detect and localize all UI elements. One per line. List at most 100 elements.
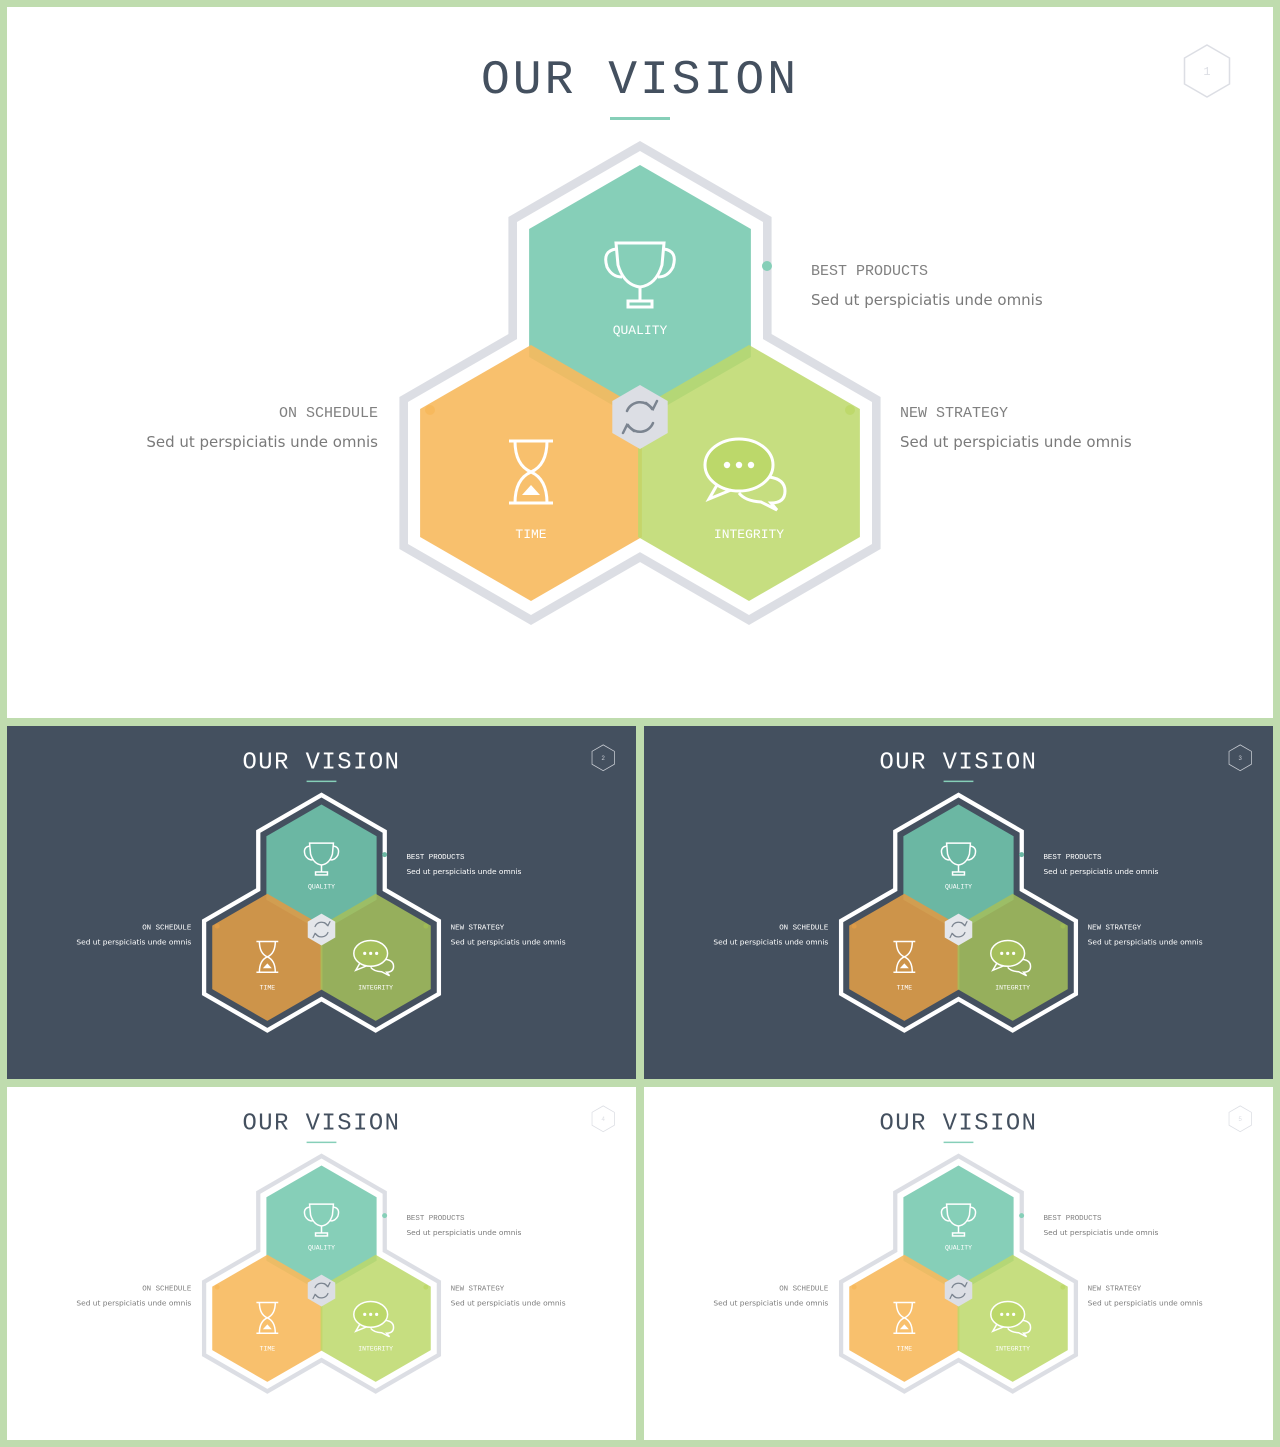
on-schedule-dot — [851, 923, 857, 929]
quality-label: QUALITY — [308, 883, 335, 890]
hourglass-icon — [893, 1301, 916, 1335]
callout-title: BEST PRODUCTS — [1043, 854, 1102, 862]
best-products-dot — [1019, 1213, 1025, 1219]
page-number-badge: 1 — [1183, 44, 1231, 98]
on-schedule-dot — [851, 1284, 857, 1290]
callout-text: Sed ut perspiciatis unde omnis — [900, 433, 1132, 451]
callout-title: NEW STRATEGY — [451, 1286, 505, 1294]
callout-text: Sed ut perspiciatis unde omnis — [811, 291, 1043, 309]
on-schedule-dot — [214, 923, 220, 929]
vision-diagram: QUALITY TIME INTEGRITY — [201, 792, 442, 1033]
callout-text: Sed ut perspiciatis unde omnis — [713, 1298, 828, 1307]
callout-text: Sed ut perspiciatis unde omnis — [406, 1228, 521, 1237]
new-strategy-dot — [423, 1284, 429, 1290]
quality-label: QUALITY — [308, 1244, 335, 1251]
slide-title: OUR VISION — [243, 750, 401, 777]
chat-bubbles-icon — [353, 1300, 395, 1338]
title-underline — [943, 1141, 974, 1144]
integrity-label: INTEGRITY — [358, 1346, 393, 1353]
callout-text: Sed ut perspiciatis unde omnis — [76, 937, 191, 946]
time-label: TIME — [897, 1346, 913, 1353]
trophy-icon — [303, 842, 340, 876]
time-label: TIME — [260, 985, 276, 992]
callout-title: ON SCHEDULE — [142, 1286, 192, 1294]
center-hexagon — [944, 1274, 973, 1307]
refresh-cycle-icon — [949, 920, 968, 939]
new-strategy-dot — [1060, 923, 1066, 929]
trophy-icon — [940, 842, 977, 876]
callout-text: Sed ut perspiciatis unde omnis — [1043, 1228, 1158, 1237]
new-strategy-dot — [423, 923, 429, 929]
page-number: 3 — [1238, 755, 1242, 762]
callout-text: Sed ut perspiciatis unde omnis — [451, 1298, 566, 1307]
best-products-dot — [1019, 852, 1025, 858]
quality-label: QUALITY — [945, 1244, 972, 1251]
page-number-badge: 4 — [591, 1105, 615, 1133]
callout-title: BEST PRODUCTS — [406, 854, 465, 862]
slide-title: OUR VISION — [481, 54, 799, 108]
on-schedule-dot — [214, 1284, 220, 1290]
slide-title: OUR VISION — [243, 1111, 401, 1138]
trophy-icon — [303, 1203, 340, 1237]
callout-best-products: BEST PRODUCTS Sed ut perspiciatis unde om… — [1043, 1215, 1158, 1237]
page-number-badge: 2 — [591, 744, 615, 772]
callout-text: Sed ut perspiciatis unde omnis — [1088, 937, 1203, 946]
callout-best-products: BEST PRODUCTS Sed ut perspiciatis unde om… — [1043, 854, 1158, 876]
center-hexagon — [307, 913, 336, 946]
callout-new-strategy: NEW STRATEGY Sed ut perspiciatis unde omn… — [1088, 925, 1203, 947]
callout-text: Sed ut perspiciatis unde omnis — [1043, 867, 1158, 876]
new-strategy-dot — [1060, 1284, 1066, 1290]
callout-title: BEST PRODUCTS — [406, 1215, 465, 1223]
callout-title: NEW STRATEGY — [1088, 925, 1142, 933]
chat-bubbles-icon — [990, 939, 1032, 977]
page-number: 4 — [601, 1116, 605, 1123]
title-underline — [943, 780, 974, 783]
callout-best-products: BEST PRODUCTS Sed ut perspiciatis unde om… — [406, 854, 521, 876]
callout-text: Sed ut perspiciatis unde omnis — [76, 1298, 191, 1307]
center-hexagon — [307, 1274, 336, 1307]
callout-on-schedule: ON SCHEDULE Sed ut perspiciatis unde omni… — [76, 1286, 191, 1308]
callout-title: BEST PRODUCTS — [811, 263, 928, 280]
callout-on-schedule: ON SCHEDULE Sed ut perspiciatis unde omni… — [76, 925, 191, 947]
refresh-cycle-icon — [949, 1281, 968, 1300]
callout-title: ON SCHEDULE — [142, 925, 192, 933]
page-number: 1 — [1203, 65, 1210, 79]
hourglass-icon — [256, 940, 279, 974]
slide-title: OUR VISION — [880, 750, 1038, 777]
callout-on-schedule: ON SCHEDULE Sed ut perspiciatis unde omni… — [713, 1286, 828, 1308]
callout-new-strategy: NEW STRATEGY Sed ut perspiciatis unde omn… — [451, 1286, 566, 1308]
best-products-dot — [382, 1213, 388, 1219]
refresh-cycle-icon — [621, 399, 659, 435]
chat-bubbles-icon — [353, 939, 395, 977]
refresh-cycle-icon — [312, 920, 331, 939]
title-underline — [306, 780, 337, 783]
hourglass-icon — [509, 439, 553, 505]
callout-text: Sed ut perspiciatis unde omnis — [406, 867, 521, 876]
callout-title: NEW STRATEGY — [451, 925, 505, 933]
trophy-icon — [604, 241, 676, 309]
quality-label: QUALITY — [945, 883, 972, 890]
callout-title: BEST PRODUCTS — [1043, 1215, 1102, 1223]
title-underline — [610, 117, 670, 120]
callout-title: ON SCHEDULE — [779, 1286, 829, 1294]
chat-bubbles-icon — [703, 437, 787, 512]
page-number: 2 — [601, 755, 605, 762]
integrity-label: INTEGRITY — [358, 985, 393, 992]
quality-label: QUALITY — [613, 323, 668, 338]
